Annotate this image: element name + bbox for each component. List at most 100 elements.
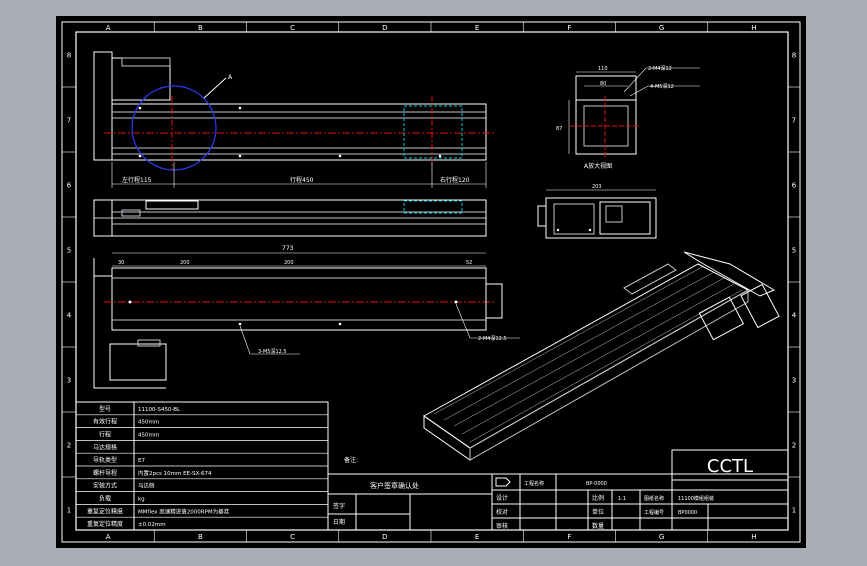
dim-52: 52 bbox=[466, 260, 472, 266]
dim-total-length: 773 bbox=[282, 245, 294, 252]
row-label: 3 bbox=[67, 377, 71, 385]
spec-value: 马达侧 bbox=[138, 482, 155, 490]
signature-label: 签字 bbox=[333, 502, 345, 510]
dim-stroke: 行程450 bbox=[290, 176, 314, 184]
drawing-name-value: 11100模组组装 bbox=[678, 495, 714, 502]
column-label: H bbox=[751, 533, 756, 541]
row-label: 6 bbox=[792, 182, 797, 190]
dim-87: 87 bbox=[556, 126, 562, 132]
design-label: 设计 bbox=[496, 494, 508, 502]
company-logo: CCTL bbox=[707, 456, 753, 477]
row-label: 7 bbox=[67, 117, 71, 125]
note-2-m4: 2-M4深12.5 bbox=[478, 335, 507, 342]
dim-30: 30 bbox=[118, 260, 124, 266]
scale-value: 1:1 bbox=[618, 496, 626, 502]
spec-label: 型号 bbox=[99, 405, 111, 413]
project-name-value: BP-0000 bbox=[586, 481, 607, 487]
date-label: 日期 bbox=[333, 518, 345, 526]
row-label: 2 bbox=[792, 442, 796, 450]
bottom-view[interactable]: 773 30 200 200 52 3-M5深12.5 2-M4深12.5 bbox=[93, 245, 520, 389]
side-view-caption: A放大视图 bbox=[584, 162, 612, 170]
column-labels-top: A B C D E F G H bbox=[106, 24, 757, 32]
spec-value: E7 bbox=[138, 458, 145, 464]
dim-left-stroke: 左行程115 bbox=[122, 176, 152, 184]
column-label: C bbox=[290, 24, 295, 32]
spec-value: 450mm bbox=[138, 433, 159, 439]
project-name-label: 工程名称 bbox=[524, 480, 544, 487]
row-label: 1 bbox=[67, 507, 71, 515]
column-label: D bbox=[382, 24, 387, 32]
column-label: D bbox=[382, 533, 387, 541]
column-label: C bbox=[290, 533, 295, 541]
column-label: B bbox=[198, 533, 203, 541]
spec-value: 内置2pcs 10mm EE-SX-674 bbox=[138, 469, 212, 477]
row-label: 4 bbox=[67, 312, 72, 320]
row-label: 4 bbox=[792, 312, 797, 320]
rail-body bbox=[111, 103, 487, 161]
row-labels-left: 8 7 6 5 4 3 2 1 bbox=[67, 52, 72, 515]
remark-label: 备注: bbox=[344, 456, 358, 464]
quantity-label: 数量 bbox=[592, 522, 604, 530]
logo-box bbox=[671, 449, 789, 481]
spec-label: 重复定位精度 bbox=[87, 520, 123, 528]
motor-cap bbox=[121, 57, 171, 67]
column-label: A bbox=[106, 24, 111, 32]
sheet-background bbox=[56, 16, 806, 548]
title-block[interactable]: 备注: 客户签章确认处 签字 日期 CCTL 工程名称 BP-0000 设计 校… bbox=[327, 449, 789, 531]
dim-right-stroke: 右行程120 bbox=[440, 176, 470, 184]
spec-label: 重复定位精度 bbox=[87, 507, 123, 515]
project-no-value: BP0000 bbox=[678, 510, 697, 516]
spec-value: ±0.02mm bbox=[138, 522, 166, 528]
column-label: F bbox=[567, 24, 571, 32]
column-label: E bbox=[475, 533, 479, 541]
audit-label: 审核 bbox=[496, 522, 508, 530]
spec-label: 马达规格 bbox=[93, 443, 117, 451]
column-label: A bbox=[106, 533, 111, 541]
drawing-name-label: 图纸名称 bbox=[644, 495, 664, 502]
dim-80: 80 bbox=[600, 81, 606, 87]
column-label: F bbox=[567, 533, 571, 541]
spec-label: 螺杆导程 bbox=[93, 469, 117, 477]
isometric-view[interactable] bbox=[423, 251, 780, 461]
note-3-m5: 3-M5深12.5 bbox=[258, 348, 287, 355]
row-label: 5 bbox=[67, 247, 71, 255]
spec-label: 行程 bbox=[99, 431, 111, 439]
side-detail-view[interactable]: 110 80 87 2-M4深12 4-M5深12 A放大视图 bbox=[556, 65, 700, 170]
end-view[interactable]: 203 bbox=[537, 184, 657, 239]
column-label: G bbox=[659, 24, 664, 32]
note-4-m5-side: 4-M5深12 bbox=[650, 83, 674, 90]
column-label: B bbox=[198, 24, 203, 32]
row-label: 6 bbox=[67, 182, 72, 190]
top-view[interactable] bbox=[93, 199, 487, 237]
row-label: 1 bbox=[792, 507, 796, 515]
note-2-m4-side: 2-M4深12 bbox=[648, 65, 672, 72]
project-no-label: 工程编号 bbox=[644, 509, 664, 516]
front-view[interactable]: A 左行程115 行程450 右行程120 bbox=[93, 51, 496, 188]
column-labels-bottom: A B C D E F G H bbox=[106, 533, 757, 541]
column-label: H bbox=[751, 24, 756, 32]
dim-203: 203 bbox=[592, 184, 602, 190]
spec-label: 负载 bbox=[99, 495, 111, 503]
dim-110: 110 bbox=[598, 66, 608, 72]
check-label: 校对 bbox=[496, 508, 508, 516]
spec-label: 导轨类型 bbox=[93, 456, 117, 464]
spec-value: kg bbox=[138, 497, 145, 503]
row-label: 2 bbox=[67, 442, 71, 450]
dim-200-b: 200 bbox=[284, 260, 294, 266]
row-label: 3 bbox=[792, 377, 796, 385]
row-label: 8 bbox=[792, 52, 796, 60]
company-arrow-icon bbox=[495, 477, 511, 487]
row-label: 8 bbox=[67, 52, 71, 60]
row-label: 5 bbox=[792, 247, 796, 255]
row-label: 7 bbox=[792, 117, 796, 125]
column-label: G bbox=[659, 533, 664, 541]
spec-value: 450mm bbox=[138, 420, 159, 426]
scale-label: 比例 bbox=[592, 494, 604, 502]
iso-motor bbox=[740, 283, 780, 329]
row-labels-right: 8 7 6 5 4 3 2 1 bbox=[792, 52, 797, 515]
unit-label: 单位 bbox=[592, 508, 604, 516]
column-label: E bbox=[475, 24, 479, 32]
